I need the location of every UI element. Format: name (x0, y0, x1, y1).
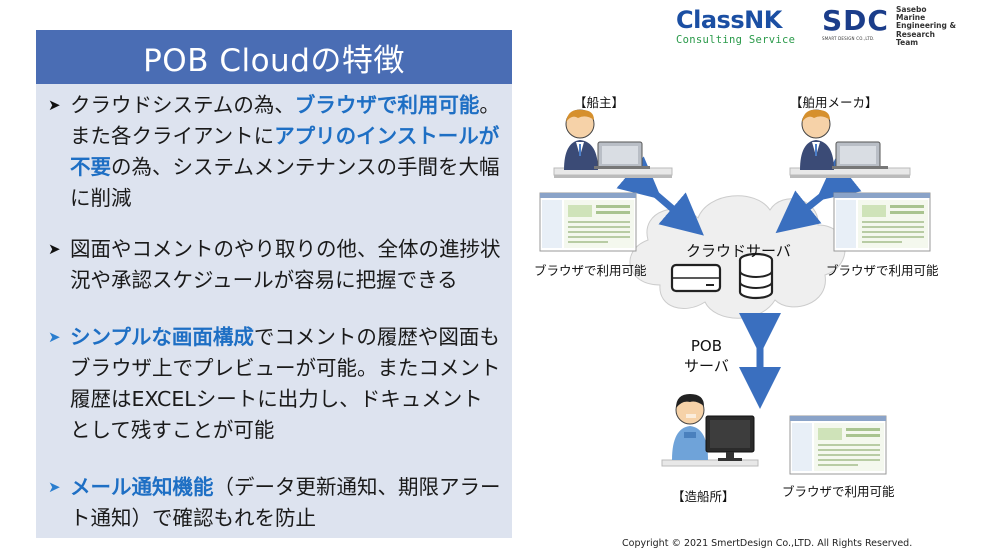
classnk-logo-subtext: Consulting Service (676, 34, 796, 46)
double-arrow-maker-icon (775, 158, 862, 234)
double-arrow-owner-icon (616, 156, 704, 236)
pob-server-label-line: サーバ (684, 357, 729, 375)
diagram-graphics (539, 109, 931, 475)
shipyard-browser-screenshot (789, 415, 887, 475)
page-title: POB Cloudの特徴 (36, 30, 512, 84)
shipyard-browser-label: ブラウザで利用可能 (782, 484, 895, 499)
maker-browser-screenshot (833, 192, 931, 252)
shipyard-label: 【造船所】 (672, 489, 735, 504)
arrow-bullet-icon: ➤ (48, 96, 61, 114)
feature-plain-text: の為、システムメンテナンスの手間を大幅に削減 (70, 155, 500, 210)
owner-person-icon (553, 109, 673, 178)
copyright-text: Copyright © 2021 SmertDesign Co.,LTD. Al… (622, 538, 913, 549)
feature-highlight-text: ブラウザで利用可能 (294, 93, 480, 117)
feature-plain-text: 図面やコメントのやり取りの他、全体の進捗状況や承認スケジュールが容易に把握できる (70, 237, 501, 292)
feature-highlight-text: メール通知機能 (70, 475, 214, 499)
arrow-bullet-icon: ➤ (48, 478, 61, 496)
sdc-logo-subtext: SMART DESIGN CO.,LTD. (822, 36, 875, 41)
arrow-bullet-icon: ➤ (48, 328, 61, 346)
sdc-team-line: Marine (896, 13, 926, 23)
sdc-team-line: Sasebo (896, 5, 927, 14)
feature-highlight-text: アプリのインストールが不要 (70, 124, 500, 179)
feature-text: メール通知機能（データ更新通知、期限アラート通知）で確認もれを防止 (70, 472, 502, 534)
owner-browser-screenshot (539, 192, 637, 252)
cloud-server-label: クラウドサーバ (686, 242, 791, 260)
pob-server-label-line: POB (690, 337, 722, 355)
feature-plain-text: （データ更新通知、期限アラート通知）で確認もれを防止 (70, 475, 501, 530)
feature-text: 図面やコメントのやり取りの他、全体の進捗状況や承認スケジュールが容易に把握できる (70, 234, 502, 296)
feature-item-browser: ➤ クラウドシステムの為、ブラウザで利用可能。また各クライアントにアプリのインス… (48, 90, 502, 214)
feature-text: シンプルな画面構成でコメントの履歴や図面もブラウザ上でプレビューが可能。またコメ… (70, 322, 502, 446)
maker-browser-label: ブラウザで利用可能 (826, 263, 939, 278)
arrow-bullet-icon: ➤ (48, 240, 61, 258)
owner-label: 【船主】 (574, 95, 625, 110)
feature-text: クラウドシステムの為、ブラウザで利用可能。また各クライアントにアプリのインストー… (70, 90, 502, 214)
feature-item-progress: ➤ 図面やコメントのやり取りの他、全体の進捗状況や承認スケジュールが容易に把握で… (48, 234, 502, 296)
classnk-logo-text: ClassNK (676, 6, 782, 34)
feature-plain-text: でコメントの履歴や図面もブラウザ上でプレビューが可能。またコメント履歴はEXCE… (70, 325, 501, 442)
feature-plain-text: 。また各クライアントに (70, 93, 500, 148)
feature-item-simple-ui: ➤ シンプルな画面構成でコメントの履歴や図面もブラウザ上でプレビューが可能。また… (48, 322, 502, 446)
features-panel: POB Cloudの特徴 ➤ クラウドシステムの為、ブラウザで利用可能。また各ク… (36, 30, 512, 538)
maker-person-icon (789, 109, 911, 178)
owner-browser-label: ブラウザで利用可能 (534, 263, 647, 278)
feature-plain-text: クラウドシステムの為、 (70, 93, 295, 117)
pob-server-label: POB サーバ (684, 336, 729, 376)
sdc-team-line: Team (896, 37, 919, 47)
architecture-diagram: 【船主】 【舶用メーカ】 ブラウザで利用可能 ブラウザで利用可能 クラウドサーバ… (520, 80, 997, 530)
classnk-logo: ClassNK Consulting Service (676, 6, 806, 50)
sdc-team-text: Sasebo Marine Engineering & Research Tea… (896, 5, 992, 47)
sdc-team-line: Engineering & Research (896, 21, 957, 39)
shipyard-person-icon (661, 394, 759, 467)
feature-highlight-text: シンプルな画面構成 (70, 325, 254, 349)
maker-label: 【舶用メーカ】 (790, 95, 878, 110)
feature-item-mail: ➤ メール通知機能（データ更新通知、期限アラート通知）で確認もれを防止 (48, 472, 502, 534)
sdc-logo-letters: SDC (822, 4, 889, 37)
sdc-logo-mark: SDC SMART DESIGN CO.,LTD. (822, 4, 889, 44)
feature-list: ➤ クラウドシステムの為、ブラウザで利用可能。また各クライアントにアプリのインス… (36, 84, 512, 534)
sdc-logo: SDC SMART DESIGN CO.,LTD. Sasebo Marine … (822, 4, 992, 47)
